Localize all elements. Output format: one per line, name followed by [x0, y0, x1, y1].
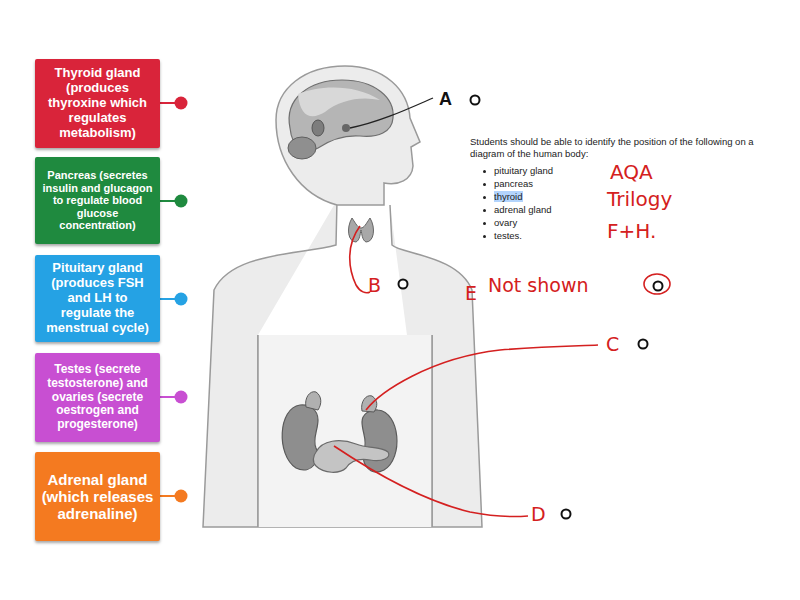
list-item: testes. [483, 230, 522, 242]
leader-line [334, 446, 528, 517]
adrenal-gland [362, 396, 377, 412]
callout-letter: B [368, 274, 381, 298]
handwritten-note: Not shown [488, 274, 588, 298]
head-outline [276, 66, 420, 205]
box-text: Testes (secrete testosterone) and ovarie… [41, 363, 154, 432]
bullet-dot [483, 196, 486, 199]
arm-lines [258, 335, 432, 527]
drop-target [654, 282, 663, 291]
list-text: ovary [494, 217, 517, 228]
label-box: Testes (secrete testosterone) and ovarie… [35, 353, 160, 442]
list-text: adrenal gland [494, 204, 552, 215]
box-text: Thyroid gland (produces thyroxine which … [41, 66, 154, 141]
list-text: testes. [494, 230, 522, 241]
bullet-dot [483, 222, 486, 225]
cerebellum [288, 137, 316, 159]
hand-circle [644, 274, 670, 294]
brain-inner [298, 88, 380, 117]
label-box: Adrenal gland (which releases adrenaline… [35, 452, 160, 541]
box-handles [160, 97, 188, 503]
list-text: pituitary gland [494, 165, 553, 176]
instruction-text: Students should be able to identify the … [470, 136, 775, 160]
callout-letter: E [465, 282, 477, 306]
box-text: Adrenal gland (which releases adrenaline… [41, 471, 154, 523]
drop-target [471, 96, 480, 105]
bullet-dot [483, 235, 486, 238]
list-item: pituitary gland [483, 165, 553, 177]
handwritten-note: Trilogy [607, 187, 672, 212]
drop-target [562, 510, 571, 519]
list-item: ovary [483, 217, 517, 229]
box-text: Pituitary gland (produces FSH and LH to … [41, 261, 154, 336]
box-text: Pancreas (secretes insulin and glucagon … [41, 169, 154, 232]
callout-letter: D [531, 503, 546, 527]
list-item: adrenal gland [483, 204, 552, 216]
leader-line [350, 226, 370, 293]
bullet-dot [483, 170, 486, 173]
handwritten-note: F+H. [607, 219, 656, 244]
right-kidney [362, 410, 397, 472]
list-item: thyroid [483, 191, 523, 203]
label-box: Pancreas (secretes insulin and glucagon … [35, 157, 160, 244]
label-box: Pituitary gland (produces FSH and LH to … [35, 255, 160, 342]
bullet-dot [483, 209, 486, 212]
drop-target [399, 280, 408, 289]
leader-line [366, 345, 598, 410]
callout-letter: C [606, 333, 619, 357]
brain-stem [312, 120, 324, 136]
list-text: thyroid [494, 191, 523, 202]
left-kidney [282, 405, 318, 470]
leader-line [350, 98, 433, 128]
thyroid-gland [349, 218, 374, 242]
callout-letter: A [439, 88, 452, 111]
list-item: pancreas [483, 178, 533, 190]
drop-target [639, 340, 648, 349]
label-box: Thyroid gland (produces thyroxine which … [35, 59, 160, 148]
adrenal-gland [306, 392, 321, 410]
list-text: pancreas [494, 178, 533, 189]
torso-front [258, 335, 432, 527]
handwritten-note: AQA [610, 160, 653, 185]
bullet-dot [483, 183, 486, 186]
pituitary-gland [342, 124, 350, 132]
